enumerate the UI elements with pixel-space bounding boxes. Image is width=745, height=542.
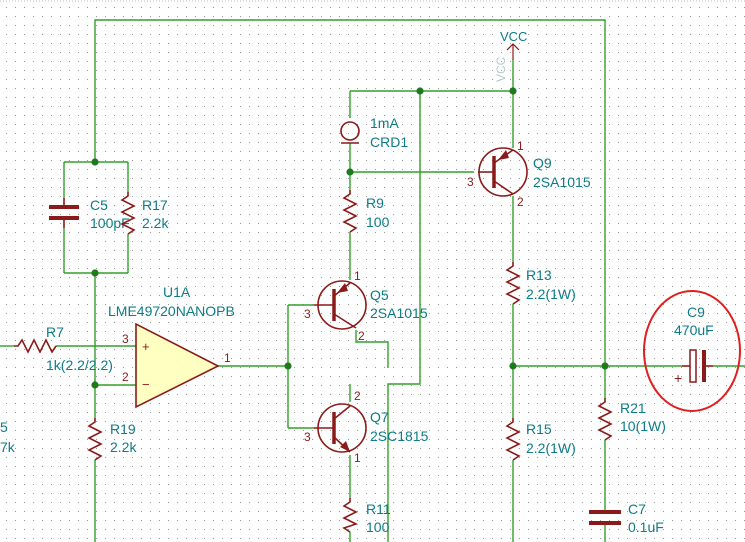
- q9-pin-e: 1: [517, 139, 524, 153]
- r13-ref: R13: [526, 267, 552, 283]
- vcc-label: VCC: [500, 29, 527, 44]
- junction-dot: [346, 168, 354, 176]
- r7-ref: R7: [46, 324, 64, 340]
- r15-ref: R15: [526, 421, 552, 437]
- r19-ref: R19: [110, 421, 136, 437]
- opamp-pin-1: 1: [224, 351, 231, 365]
- r17-ref: R17: [142, 197, 168, 213]
- resistor-r13[interactable]: R13 2.2(1W): [505, 262, 576, 305]
- r15-value: 2.2(1W): [526, 440, 576, 456]
- junction-dot: [91, 269, 99, 277]
- opamp-minus-symbol: −: [142, 377, 150, 392]
- r11-value: 100: [366, 519, 390, 535]
- c5-ref: C5: [90, 197, 108, 213]
- junction-dot: [509, 362, 517, 370]
- c9-plus-symbol: +: [674, 370, 682, 386]
- opamp-u1a[interactable]: + − 3 2 1 U1A LME49720NANOPB: [108, 284, 235, 409]
- capacitor-c5[interactable]: C5 100pF: [49, 197, 130, 231]
- transistor-q9[interactable]: 1 3 2 Q9 2SA1015: [467, 139, 591, 209]
- q9-ref: Q9: [533, 155, 552, 171]
- c9-ref: C9: [687, 304, 705, 320]
- q9-value: 2SA1015: [533, 174, 591, 190]
- opamp-pin-2: 2: [122, 370, 129, 384]
- vcc-power-symbol[interactable]: VCC VCC: [494, 29, 527, 82]
- q9-pin-b: 3: [467, 175, 474, 189]
- u1a-value: LME49720NANOPB: [108, 303, 235, 319]
- r11-ref: R11: [366, 501, 391, 517]
- junction-dot: [284, 362, 292, 370]
- r9-value: 100: [366, 214, 390, 230]
- wire-feedback-top: [94, 19, 606, 366]
- r17-value: 2.2k: [142, 215, 169, 231]
- partial-left-labels: 5 7k: [0, 419, 16, 455]
- transistor-q7[interactable]: 2 3 1 Q7 2SC1815: [304, 389, 429, 465]
- q7-ref: Q7: [370, 409, 389, 425]
- r7-value: 1k(2.2/2.2): [46, 357, 113, 373]
- q5-pin-c: 2: [358, 329, 365, 343]
- c9-value: 470uF: [674, 322, 714, 338]
- wire-q7-collector-path: [387, 91, 421, 542]
- q5-pin-e: 1: [354, 269, 361, 283]
- opamp-pin-3: 3: [122, 332, 129, 346]
- r21-value: 10(1W): [620, 418, 666, 434]
- resistor-r7[interactable]: R7 1k(2.2/2.2): [14, 324, 113, 373]
- r9-ref: R9: [366, 195, 384, 211]
- c7-value: 0.1uF: [628, 519, 664, 535]
- r19-value: 2.2k: [110, 439, 137, 455]
- junction-dot: [601, 362, 609, 370]
- q5-value: 2SA1015: [370, 305, 428, 321]
- junction-dot: [91, 381, 99, 389]
- q9-pin-c: 2: [517, 195, 524, 209]
- resistor-r15[interactable]: R15 2.2(1W): [505, 418, 576, 461]
- diode-crd1[interactable]: 1mA CRD1: [340, 115, 408, 150]
- q5-pin-b: 3: [304, 307, 311, 321]
- q5-ref: Q5: [370, 287, 389, 303]
- c5-value: 100pF: [90, 215, 130, 231]
- partial-label-1: 5: [0, 419, 8, 435]
- r13-value: 2.2(1W): [526, 286, 576, 302]
- junction-dot: [416, 87, 424, 95]
- wires: [0, 19, 745, 542]
- r21-ref: R21: [620, 400, 646, 416]
- partial-label-2: 7k: [0, 439, 16, 455]
- resistor-r21[interactable]: R21 10(1W): [597, 398, 666, 441]
- resistor-r9[interactable]: R9 100: [342, 190, 390, 233]
- q7-pin-c: 2: [354, 389, 361, 403]
- q7-value: 2SC1815: [370, 428, 429, 444]
- vcc-label-hidden: VCC: [494, 56, 508, 82]
- crd1-value: 1mA: [370, 115, 399, 131]
- junction-dot: [91, 158, 99, 166]
- opamp-plus-symbol: +: [142, 339, 150, 354]
- q7-pin-b: 3: [304, 430, 311, 444]
- transistor-q5[interactable]: 1 3 2 Q5 2SA1015: [304, 269, 428, 343]
- highlight-circle: [643, 290, 741, 412]
- resistor-r19[interactable]: R19 2.2k: [87, 418, 137, 461]
- resistor-r17[interactable]: R17 2.2k: [120, 192, 169, 235]
- c7-ref: C7: [628, 501, 646, 517]
- resistor-r11[interactable]: R11 100: [342, 498, 391, 535]
- capacitor-c7[interactable]: C7 0.1uF: [589, 501, 664, 535]
- capacitor-c9[interactable]: + C9 470uF: [674, 304, 714, 386]
- crd1-ref: CRD1: [370, 134, 408, 150]
- junctions: [91, 87, 609, 389]
- q7-pin-e: 1: [354, 451, 361, 465]
- junction-dot: [509, 87, 517, 95]
- wire-q5-collector: [355, 330, 389, 368]
- u1a-ref: U1A: [163, 284, 191, 300]
